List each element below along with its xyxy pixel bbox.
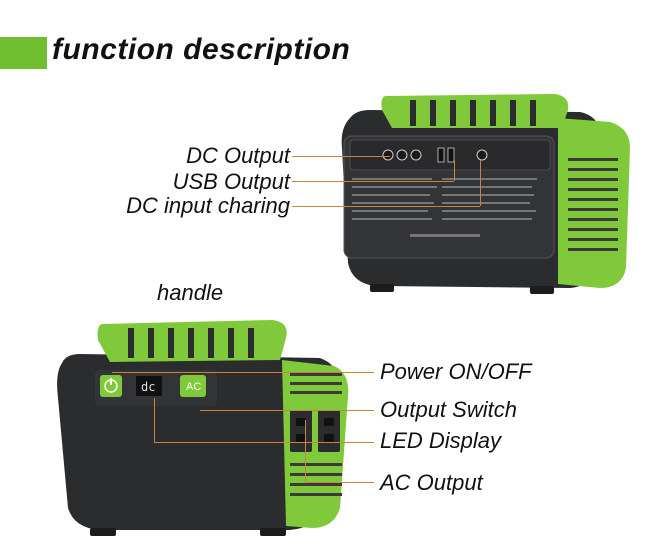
lead-ac-output-v [305, 420, 306, 482]
led-display-readout: dc [141, 380, 155, 394]
label-handle: handle [157, 280, 224, 305]
label-led-display: LED Display [380, 428, 502, 453]
label-usb-output: USB Output [172, 169, 290, 194]
lead-led-display [154, 442, 374, 443]
label-ac-output: AC Output [380, 470, 483, 495]
header-accent-bar [0, 37, 47, 69]
lead-output-switch [200, 410, 374, 411]
label-dc-input: DC input charing [126, 193, 290, 218]
power-station-rear-image [341, 94, 630, 294]
ac-button-label: AC [186, 381, 201, 393]
lead-led-display-v [154, 398, 155, 442]
label-output-switch: Output Switch [380, 397, 517, 422]
lead-dc-input-v [480, 160, 481, 206]
power-station-front-image: dc AC [57, 320, 349, 536]
lead-usb-output-v [454, 160, 455, 181]
lead-power [112, 372, 374, 373]
lead-dc-input [292, 206, 480, 207]
lead-dc-output [292, 156, 390, 157]
label-dc-output: DC Output [186, 143, 290, 168]
lead-ac-output [305, 482, 374, 483]
page-title: function description [52, 33, 351, 66]
lead-usb-output [292, 181, 454, 182]
label-power: Power ON/OFF [380, 359, 532, 384]
